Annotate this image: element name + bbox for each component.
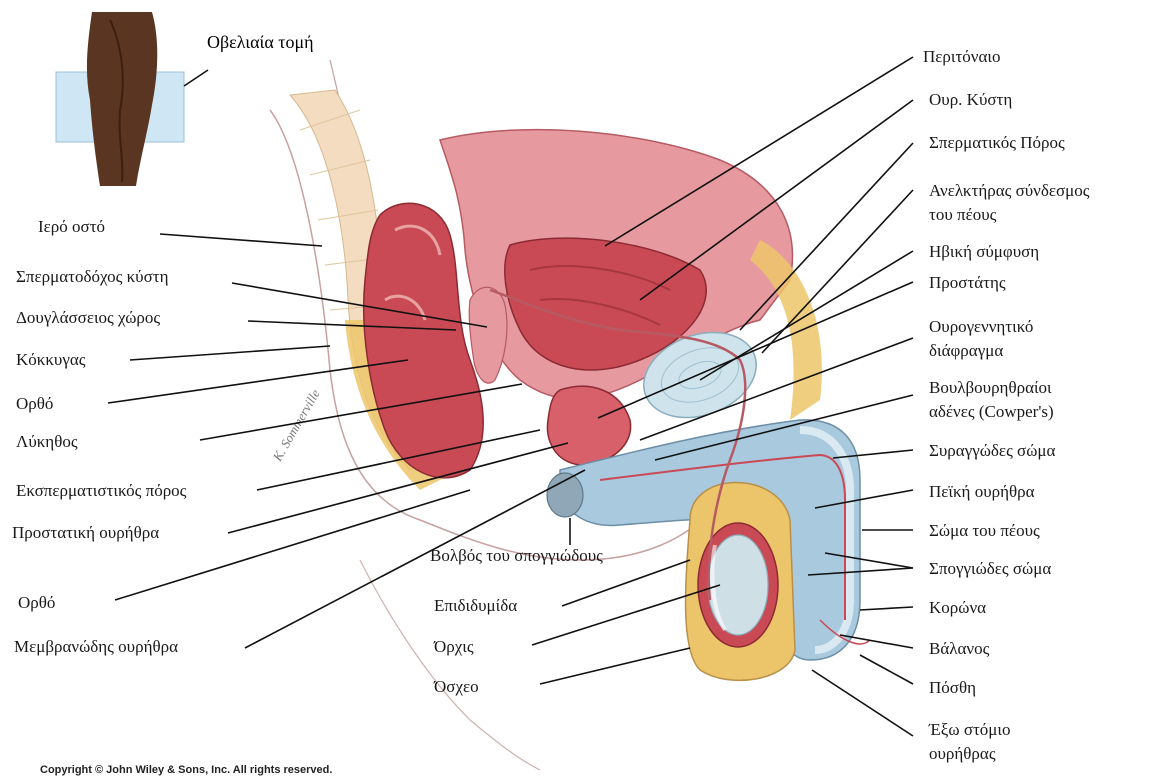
label-testis: Όρχις bbox=[434, 636, 474, 657]
label-urogenital-diaphragm-line2: διάφραγμα bbox=[929, 340, 1003, 361]
label-spongy-urethra: Πεϊκή ουρήθρα bbox=[929, 481, 1035, 502]
label-rectum-2: Ορθό bbox=[18, 592, 55, 613]
seminal-vesicle-shape bbox=[469, 287, 507, 383]
label-membranous-urethra: Μεμβρανώδης ουρήθρα bbox=[14, 636, 178, 657]
label-ejaculatory-duct: Εκσπερματιστικός πόρος bbox=[16, 480, 186, 501]
thumbnail-figure bbox=[56, 12, 208, 186]
label-scrotum: Όσχεο bbox=[434, 676, 479, 697]
testis-shape bbox=[686, 483, 795, 681]
label-seminal-vesicle: Σπερματοδόχος κύστη bbox=[16, 266, 169, 287]
label-prostate: Προστάτης bbox=[929, 272, 1006, 293]
label-bulb-of-penis: Βολβός του σπογγιώδους bbox=[430, 545, 603, 566]
thumbnail-label: Οβελιαία τομή bbox=[207, 32, 314, 53]
label-prepuce: Πόσθη bbox=[929, 677, 976, 698]
label-bulbourethral-glands-line2: αδένες (Cowper's) bbox=[929, 401, 1054, 422]
label-peritoneum: Περιτόναιο bbox=[923, 46, 1000, 67]
pubic-fat bbox=[750, 240, 822, 420]
label-suspensory-ligament-line2: του πέους bbox=[929, 204, 996, 225]
label-glans: Βάλανος bbox=[929, 638, 989, 659]
label-pubic-symphysis: Ηβική σύμφυση bbox=[929, 241, 1039, 262]
label-urogenital-diaphragm-line1: Ουρογεννητικό bbox=[929, 316, 1033, 337]
prostate-shape bbox=[547, 386, 630, 465]
label-corpus-cavernosum: Συραγγώδες σώμα bbox=[929, 440, 1055, 461]
label-external-urethral-orifice-line2: ουρήθρας bbox=[929, 743, 996, 764]
label-body-of-penis: Σώμα του πέους bbox=[929, 520, 1040, 541]
label-external-urethral-orifice-line1: Έξω στόμιο bbox=[929, 719, 1011, 740]
copyright-notice: Copyright © John Wiley & Sons, Inc. All … bbox=[40, 764, 332, 776]
label-ductus-deferens: Σπερματικός Πόρος bbox=[929, 132, 1065, 153]
label-corona: Κορώνα bbox=[929, 597, 986, 618]
label-sacrum: Ιερό οστό bbox=[38, 216, 105, 237]
label-bulbourethral-glands-line1: Βουλβουρηθραίοι bbox=[929, 377, 1052, 398]
label-suspensory-ligament-line1: Ανελκτήρας σύνδεσμος bbox=[929, 180, 1090, 201]
label-epididymis: Επιδιδυμίδα bbox=[434, 595, 517, 616]
label-rectum: Ορθό bbox=[16, 393, 53, 414]
label-rectouterine-pouch: Δουγλάσσειος χώρος bbox=[16, 307, 160, 328]
signature-text: K. Sommerville bbox=[269, 386, 323, 464]
label-prostatic-urethra: Προστατική ουρήθρα bbox=[12, 522, 159, 543]
label-corpus-spongiosum: Σπογγιώδες σώμα bbox=[929, 558, 1051, 579]
label-coccyx: Κόκκυγας bbox=[16, 349, 85, 370]
label-ampulla: Λύκηθος bbox=[16, 431, 78, 452]
label-urinary-bladder: Ουρ. Κύστη bbox=[929, 89, 1012, 110]
